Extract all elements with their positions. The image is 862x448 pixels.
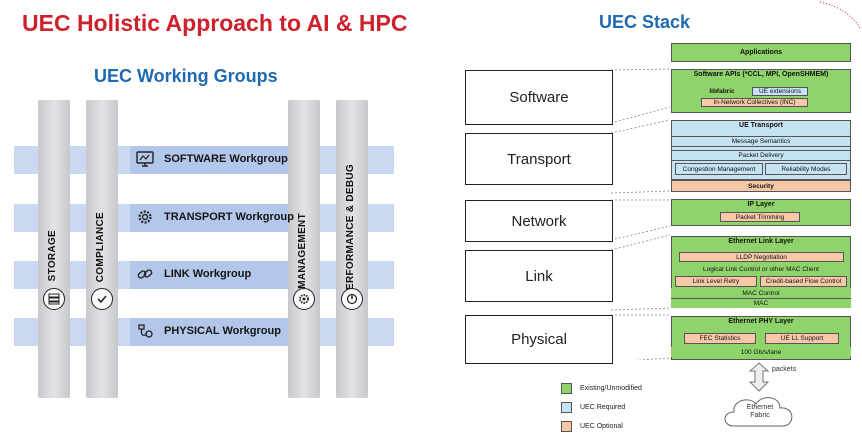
working-groups-title: UEC Working Groups <box>94 66 278 86</box>
ethernet-fabric-label: Ethernet Fabric <box>746 404 774 419</box>
legend-swatch-required <box>561 402 572 413</box>
performance-bar <box>336 100 368 398</box>
link-band-highlight <box>130 261 288 289</box>
llc-label: Logical Link Control or other MAC Client <box>675 264 847 274</box>
gauge-icon <box>341 288 363 310</box>
fec-statistics-box: FEC Statistics <box>684 333 756 344</box>
storage-bar <box>38 100 70 398</box>
legend-required: UEC Required <box>580 404 626 411</box>
compliance-label: COMPLIANCE <box>95 212 106 283</box>
lane-speed-label: 100 Gb/s/lane <box>671 347 851 357</box>
software-band-highlight <box>130 146 288 174</box>
layer-network: Network <box>465 200 613 242</box>
layer-physical: Physical <box>465 315 613 364</box>
workgroup-label: TRANSPORT Workgroup <box>164 211 294 223</box>
cable-plug-icon <box>138 324 153 338</box>
message-semantics-box: Message Semantics <box>671 136 851 147</box>
libfabric-label: libfabric <box>701 87 743 96</box>
compliance-bar <box>86 100 118 398</box>
workgroup-transport: TRANSPORT Workgroup <box>136 208 294 226</box>
workgroup-physical: PHYSICAL Workgroup <box>136 322 281 340</box>
gear-icon <box>293 288 315 310</box>
layer-software: Software <box>465 70 613 125</box>
performance-debug-label: PERFORMANCE & DEBUG <box>345 164 356 297</box>
security-box: Security <box>671 180 851 192</box>
packet-delivery-box: Packet Delivery <box>671 150 851 161</box>
workgroup-label: SOFTWARE Workgroup <box>164 153 288 165</box>
legend-existing: Existing/Unmodified <box>580 385 642 392</box>
congestion-management-box: Congestion Management <box>675 163 763 175</box>
cloud-icon <box>724 397 793 427</box>
workgroup-link: LINK Workgroup <box>136 265 251 283</box>
link-level-retry-box: Link Level Retry <box>675 276 757 287</box>
stack-title: UEC Stack <box>599 12 691 32</box>
ue-ll-support-box: UE LL Support <box>765 333 839 344</box>
workgroup-label: PHYSICAL Workgroup <box>164 325 281 337</box>
transport-band-highlight <box>130 204 288 232</box>
packets-label: packets <box>772 366 797 373</box>
legend-optional: UEC Optional <box>580 423 623 430</box>
reliability-modes-box: Reliability Modes <box>765 163 847 175</box>
mac-label: MAC <box>671 298 851 308</box>
packets-arrow-icon <box>748 362 770 392</box>
stack-connectors <box>611 68 671 360</box>
corner-decoration <box>819 1 861 29</box>
mac-control-label: MAC Control <box>671 288 851 298</box>
workgroup-software: SOFTWARE Workgroup <box>136 150 288 168</box>
chain-link-icon <box>137 269 153 279</box>
legend-swatch-optional <box>561 421 572 432</box>
management-label: MANAGEMENT <box>297 213 308 289</box>
management-bar <box>288 100 320 398</box>
legend-swatch-existing <box>561 383 572 394</box>
workgroup-label: LINK Workgroup <box>164 268 252 280</box>
monitor-icon <box>136 151 154 167</box>
storage-label: STORAGE <box>47 230 58 282</box>
cbfc-box: Credit-based Flow Control <box>760 276 847 287</box>
layer-link: Link <box>465 250 613 302</box>
page-title: UEC Holistic Approach to AI & HPC <box>22 10 408 36</box>
storage-icon <box>43 288 65 310</box>
applications-box: Applications <box>671 43 851 62</box>
layer-transport: Transport <box>465 133 613 185</box>
lldp-box: LLDP Negotiation <box>679 252 844 262</box>
gear-icon <box>138 210 152 224</box>
ue-extensions-box: UE extensions <box>752 87 808 96</box>
inc-box: In-Network Collectives (INC) <box>701 98 808 107</box>
check-circle-icon <box>91 288 113 310</box>
physical-band-highlight <box>130 318 288 346</box>
packet-trimming-box: Packet Trimming <box>720 212 800 222</box>
